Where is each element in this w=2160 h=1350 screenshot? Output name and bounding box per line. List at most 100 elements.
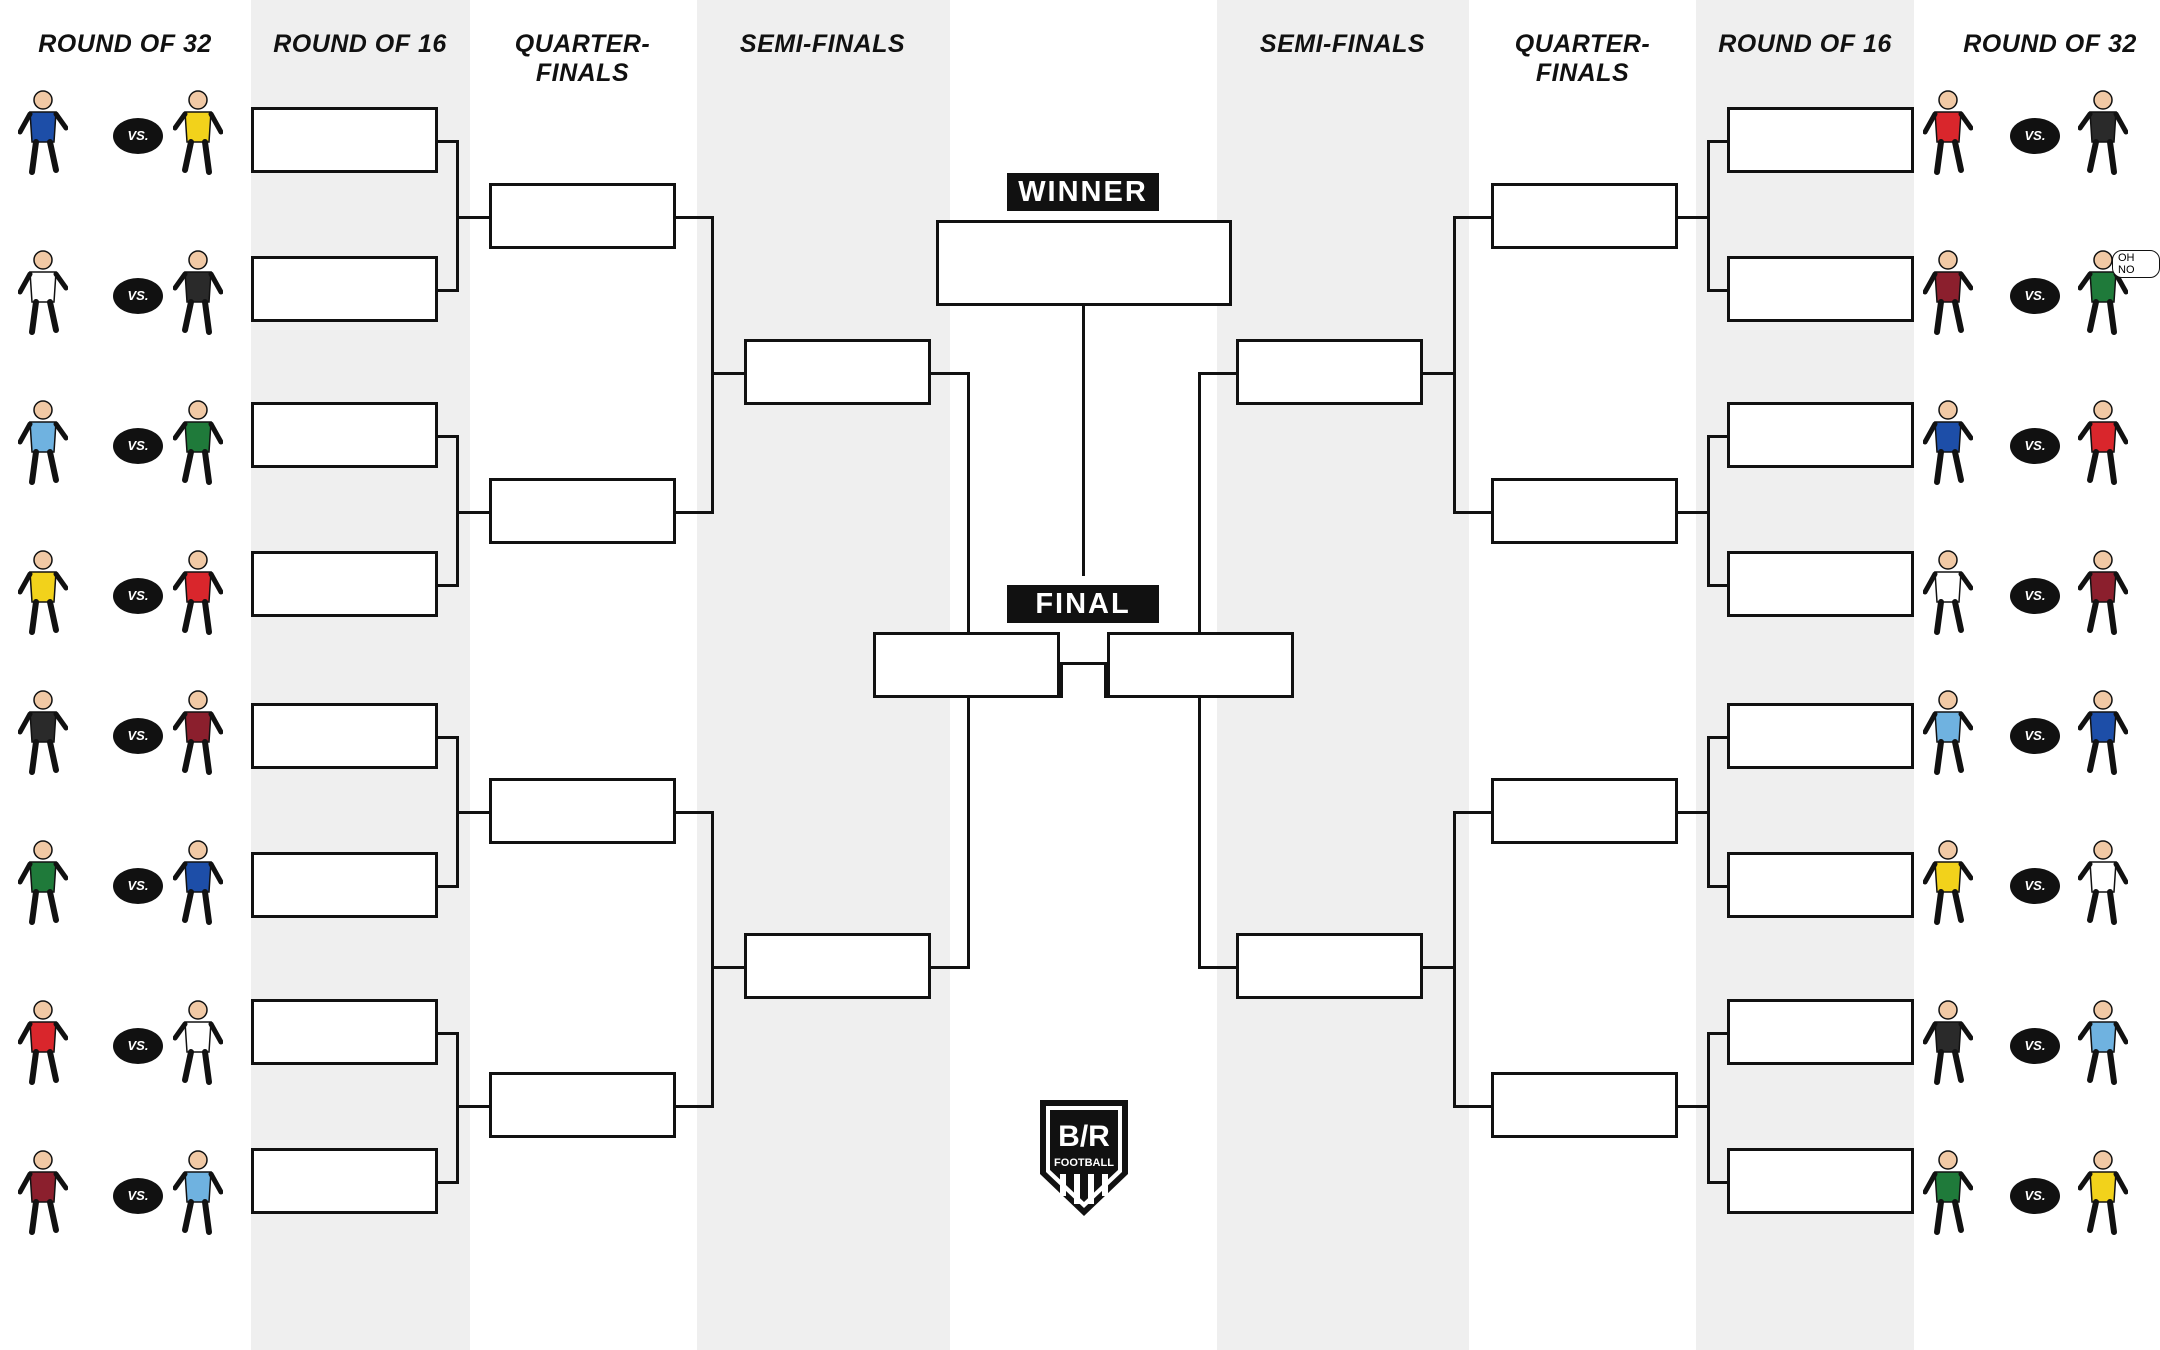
r16-connector-right-1-v	[1707, 140, 1710, 292]
logo-mark: B/R	[1058, 1120, 1110, 1153]
final-connector-h-left	[1060, 662, 1107, 665]
sf-connector-left-b	[931, 966, 969, 969]
qf-connector-left-2-a	[676, 811, 713, 814]
r16-connector-left-3-out	[456, 811, 489, 814]
vs-badge-right-5: VS.	[2010, 718, 2060, 754]
vs-badge-right-8: VS.	[2010, 1178, 2060, 1214]
qf-connector-right-2-b	[1453, 1105, 1491, 1108]
quarter-final-slot-left-1[interactable]	[489, 183, 676, 249]
quarter-final-slot-left-4[interactable]	[489, 1072, 676, 1138]
final-slot-left[interactable]	[873, 632, 1060, 698]
r16-connector-left-2-out	[456, 511, 489, 514]
round-of-16-slot-left-6[interactable]	[251, 852, 438, 918]
manager-suit-icon	[173, 840, 223, 925]
r16-connector-right-2-out	[1678, 511, 1707, 514]
r16-connector-left-4-b	[438, 1181, 458, 1184]
qf-connector-right-1-b	[1453, 511, 1491, 514]
round-of-16-slot-right-7[interactable]	[1727, 999, 1914, 1065]
round-of-16-slot-right-1[interactable]	[1727, 107, 1914, 173]
qf-connector-left-1-out	[711, 372, 744, 375]
matchup-left-5: VS.	[8, 678, 238, 798]
r16-connector-left-1-b	[438, 289, 458, 292]
final-connector-v2	[1104, 662, 1107, 698]
semi-final-slot-left-2[interactable]	[744, 933, 931, 999]
quarter-final-slot-left-3[interactable]	[489, 778, 676, 844]
final-label: FINAL	[1007, 585, 1159, 623]
qf-connector-right-2-out	[1423, 966, 1453, 969]
player-black-white-kit-icon	[18, 1000, 68, 1085]
player-white-kit-10-icon	[173, 90, 223, 175]
player-striped-kit-icon	[2078, 400, 2128, 485]
player-dive-icon	[1923, 550, 1973, 635]
round-of-16-slot-left-1[interactable]	[251, 107, 438, 173]
matchup-left-7: VS.	[8, 988, 238, 1108]
player-red-trophy-icon	[173, 550, 223, 635]
sf-connector-right-b	[1198, 966, 1236, 969]
round-of-16-slot-left-3[interactable]	[251, 402, 438, 468]
matchup-right-3: VS.	[1918, 388, 2148, 508]
quarter-final-slot-left-2[interactable]	[489, 478, 676, 544]
player-sky-blue-shirtless-icon	[173, 1150, 223, 1235]
round-of-16-slot-left-4[interactable]	[251, 551, 438, 617]
winner-label: WINNER	[1007, 173, 1159, 211]
r16-connector-right-3-out	[1678, 811, 1707, 814]
round-of-16-slot-right-5[interactable]	[1727, 703, 1914, 769]
matchup-left-3: VS.	[8, 388, 238, 508]
round-of-16-slot-right-6[interactable]	[1727, 852, 1914, 918]
matchup-right-2: VS.	[1918, 238, 2148, 358]
round-of-16-slot-right-2[interactable]	[1727, 256, 1914, 322]
player-tackle-icon	[1923, 90, 1973, 175]
matchup-left-8: VS.	[8, 1138, 238, 1258]
matchup-right-6: VS.	[1918, 828, 2148, 948]
qf-connector-left-1-v	[711, 216, 714, 514]
referee-yellow-icon	[1923, 690, 1973, 775]
quarter-final-slot-right-3[interactable]	[1491, 778, 1678, 844]
round-of-16-slot-left-5[interactable]	[251, 703, 438, 769]
logo-sub: FOOTBALL	[1054, 1157, 1114, 1169]
semi-final-slot-right-1[interactable]	[1236, 339, 1423, 405]
vs-badge-left-3: VS.	[113, 428, 163, 464]
manager-black-coat-icon	[18, 1150, 68, 1235]
r16-connector-left-1-a	[438, 140, 458, 143]
r16-connector-left-4-out	[456, 1105, 489, 1108]
r16-connector-left-1-out	[456, 216, 489, 219]
winner-stem-line	[1082, 306, 1085, 576]
r16-connector-right-1-a	[1707, 140, 1727, 143]
player-bicycle-kick-icon	[18, 550, 68, 635]
round-of-16-slot-right-4[interactable]	[1727, 551, 1914, 617]
semi-final-slot-right-2[interactable]	[1236, 933, 1423, 999]
round-title-round-of-32-right: ROUND OF 32	[1963, 30, 2137, 58]
matchup-left-4: VS.	[8, 538, 238, 658]
round-of-16-slot-right-8[interactable]	[1727, 1148, 1914, 1214]
r16-connector-left-3-a	[438, 736, 458, 739]
r16-connector-right-1-out	[1678, 216, 1707, 219]
player-red-corner-flag-icon	[173, 690, 223, 775]
final-connector-v	[1060, 662, 1063, 698]
round-title-semi-finals-right: SEMI-FINALS	[1259, 30, 1426, 58]
round-of-16-slot-left-2[interactable]	[251, 256, 438, 322]
vs-badge-right-7: VS.	[2010, 1028, 2060, 1064]
r16-connector-right-4-v	[1707, 1032, 1710, 1184]
quarter-final-slot-right-1[interactable]	[1491, 183, 1678, 249]
winner-slot[interactable]	[936, 220, 1232, 306]
round-of-16-slot-left-7[interactable]	[251, 999, 438, 1065]
round-of-16-slot-left-8[interactable]	[251, 1148, 438, 1214]
qf-connector-left-1-b	[676, 511, 713, 514]
vs-badge-right-6: VS.	[2010, 868, 2060, 904]
vs-badge-left-5: VS.	[113, 718, 163, 754]
qf-connector-left-2-v	[711, 811, 714, 1108]
round-title-quarter-finals-right: QUARTER-FINALS	[1514, 30, 1651, 87]
quarter-final-slot-right-4[interactable]	[1491, 1072, 1678, 1138]
round-of-16-right-column	[1696, 0, 1914, 1350]
vs-badge-left-7: VS.	[113, 1028, 163, 1064]
r16-connector-left-4-a	[438, 1032, 458, 1035]
qf-connector-right-2-v	[1453, 811, 1456, 1108]
player-white-blue-tackle-icon	[2078, 690, 2128, 775]
matchup-right-1: VS.	[1918, 78, 2148, 198]
semi-final-slot-left-1[interactable]	[744, 339, 931, 405]
r16-connector-right-2-v	[1707, 435, 1710, 587]
sf-connector-left-a	[931, 372, 969, 375]
quarter-final-slot-right-2[interactable]	[1491, 478, 1678, 544]
final-slot-right[interactable]	[1107, 632, 1294, 698]
round-of-16-slot-right-3[interactable]	[1727, 402, 1914, 468]
